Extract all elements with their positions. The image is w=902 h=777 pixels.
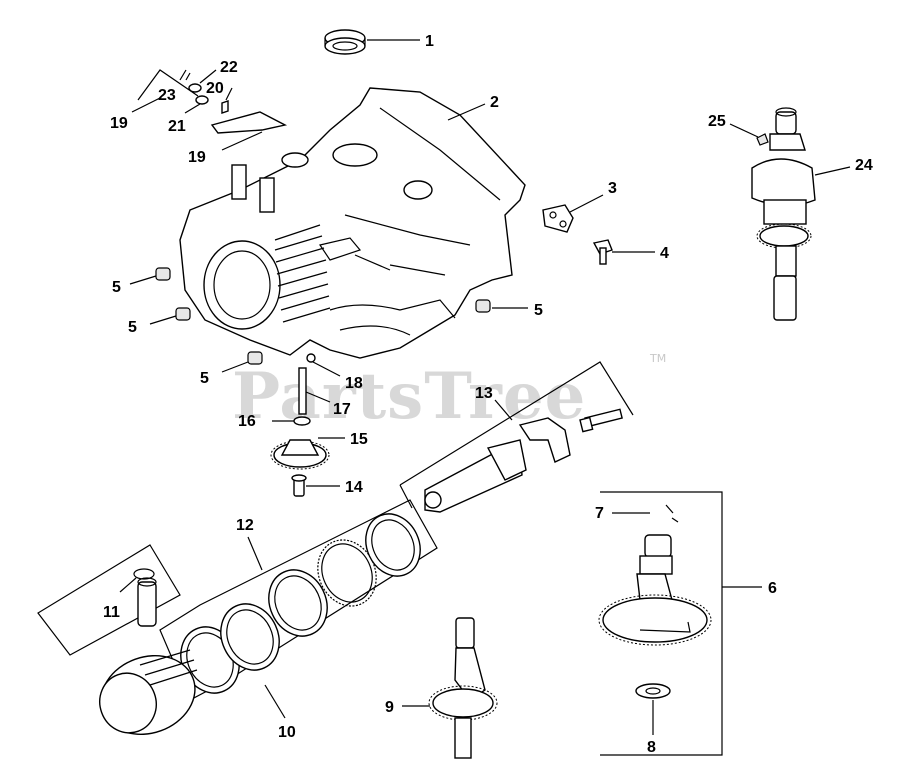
leader-line-2 [447, 103, 486, 121]
callout-11[interactable]: 11 [103, 604, 120, 621]
governor-locating-pin-part[interactable] [291, 474, 307, 497]
governor-washer-part[interactable] [293, 416, 311, 426]
callout-13[interactable]: 13 [475, 385, 493, 402]
leader-line-20 [225, 87, 233, 101]
callout-8[interactable]: 8 [647, 739, 656, 756]
leader-line-24 [814, 166, 851, 176]
spring-clip-part[interactable] [665, 504, 679, 523]
leader-line-18 [312, 361, 341, 377]
piston-part[interactable] [90, 643, 206, 747]
governor-shaft-part[interactable] [298, 367, 307, 415]
breather-nut-part[interactable] [195, 95, 209, 105]
connecting-rod-group-bracket-end [399, 484, 413, 509]
callout-22[interactable]: 22 [220, 59, 238, 76]
callout-12[interactable]: 12 [236, 517, 254, 534]
leader-line-5a [129, 275, 157, 285]
callout-24[interactable]: 24 [855, 157, 873, 174]
callout-1[interactable]: 1 [425, 33, 434, 50]
callout-16[interactable]: 16 [238, 413, 256, 430]
callout-3[interactable]: 3 [608, 180, 617, 197]
breather-tube-part[interactable] [210, 111, 288, 134]
piston-ring-part-c[interactable] [258, 560, 337, 645]
camshaft-group-bracket [600, 491, 723, 756]
callout-21[interactable]: 21 [168, 118, 186, 135]
leader-line-5b [149, 315, 177, 325]
rod-bolt-part[interactable] [579, 408, 623, 433]
callout-5d[interactable]: 5 [534, 302, 543, 319]
callout-10[interactable]: 10 [278, 724, 296, 741]
callout-23[interactable]: 23 [158, 87, 176, 104]
washer-part[interactable] [635, 683, 671, 699]
leader-line-11 [119, 577, 137, 593]
leader-line-3 [569, 194, 604, 213]
watermark-trademark: TM [649, 352, 666, 365]
breather-group-bracket [137, 69, 199, 101]
piston-ring-part-b[interactable] [210, 594, 289, 679]
reed-valve-part[interactable] [179, 69, 191, 81]
callout-2[interactable]: 2 [490, 94, 499, 111]
callout-7[interactable]: 7 [595, 505, 604, 522]
bracket-part[interactable] [542, 204, 574, 233]
leader-line-19b [221, 131, 263, 151]
connecting-rod-part[interactable] [424, 439, 527, 513]
balance-shaft-part[interactable] [428, 617, 498, 759]
piston-pin-part[interactable] [137, 577, 157, 627]
leader-line-25 [729, 123, 759, 138]
callout-25[interactable]: 25 [708, 113, 726, 130]
crankshaft-part[interactable] [751, 107, 816, 321]
leader-line-22 [199, 69, 217, 84]
callout-19a[interactable]: 19 [110, 115, 128, 132]
callout-14[interactable]: 14 [345, 479, 363, 496]
callout-17[interactable]: 17 [333, 401, 351, 418]
callout-20[interactable]: 20 [206, 80, 224, 97]
callout-5a[interactable]: 5 [112, 279, 121, 296]
governor-gear-part[interactable] [270, 439, 330, 470]
leader-line-13 [494, 399, 513, 421]
callout-6[interactable]: 6 [768, 580, 777, 597]
breather-cover-part[interactable] [221, 100, 229, 114]
callout-19b[interactable]: 19 [188, 149, 206, 166]
dowel-pin-part-b[interactable] [175, 307, 191, 321]
leader-line-10 [264, 684, 286, 719]
woodruff-key-part[interactable] [756, 133, 769, 146]
screw-part[interactable] [592, 239, 613, 265]
dowel-pin-part-a[interactable] [155, 267, 171, 281]
leader-line-5c [221, 361, 249, 373]
leader-line-12 [247, 536, 263, 571]
callout-4[interactable]: 4 [660, 245, 669, 262]
dowel-pin-part-c[interactable] [247, 351, 263, 365]
breather-washer-part[interactable] [188, 83, 202, 93]
callout-5b[interactable]: 5 [128, 319, 137, 336]
governor-pin-part[interactable] [306, 353, 316, 363]
camshaft-part[interactable] [598, 534, 712, 646]
pin-retainer-part[interactable] [133, 568, 155, 580]
oil-seal-part[interactable] [324, 29, 366, 55]
callout-18[interactable]: 18 [345, 375, 363, 392]
callout-15[interactable]: 15 [350, 431, 368, 448]
dowel-pin-part-d[interactable] [475, 299, 491, 313]
leader-line-19a [131, 97, 161, 113]
connecting-rod-group-bracket [399, 361, 634, 486]
crankcase-part[interactable] [179, 87, 526, 359]
piston-group-box [37, 544, 181, 656]
callout-5c[interactable]: 5 [200, 370, 209, 387]
piston-ring-part-d[interactable] [356, 505, 430, 585]
rod-cap-part[interactable] [518, 417, 571, 463]
callout-9[interactable]: 9 [385, 699, 394, 716]
leader-line-17 [305, 391, 331, 403]
leader-line-21 [184, 103, 201, 114]
